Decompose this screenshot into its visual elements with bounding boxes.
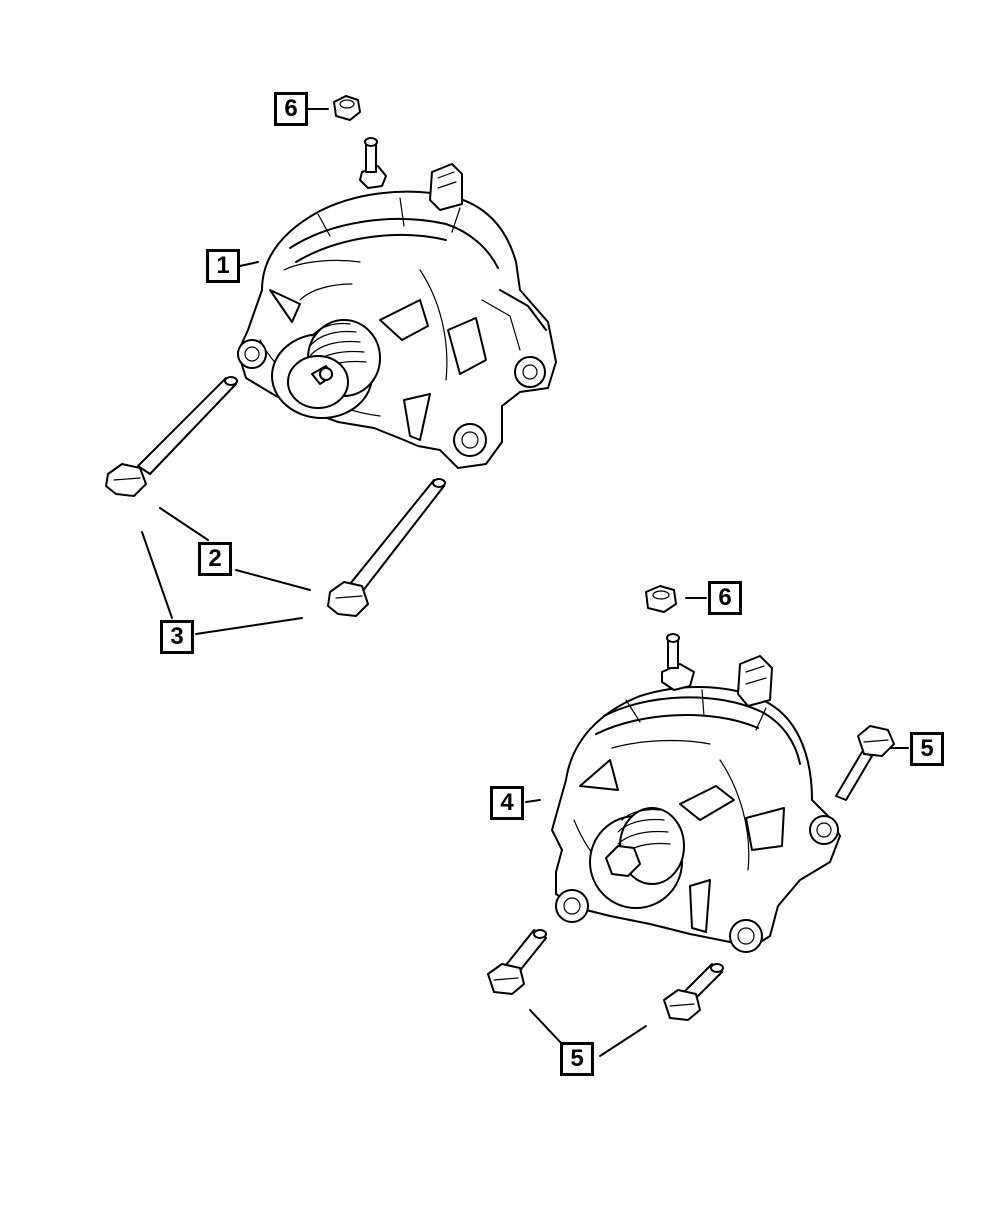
callout-4: 4	[490, 786, 524, 820]
callout-5-bottom: 5	[560, 1042, 594, 1076]
short-bolt-right	[835, 725, 895, 801]
alternator-upper	[237, 137, 557, 469]
short-bolt-bottom-left	[487, 929, 547, 995]
callout-2: 2	[198, 542, 232, 576]
long-bolt-b	[327, 478, 446, 617]
callout-3: 3	[160, 620, 194, 654]
leader-lines	[141, 108, 909, 1057]
long-bolt-a	[105, 376, 238, 497]
callout-6-upper: 6	[274, 92, 308, 126]
callout-1: 1	[206, 249, 240, 283]
callout-6-lower: 6	[708, 581, 742, 615]
short-bolt-bottom-right	[663, 963, 724, 1021]
nut-upper	[333, 95, 361, 121]
callout-5-right: 5	[910, 732, 944, 766]
nut-lower	[645, 585, 677, 613]
alternator-lower	[551, 633, 841, 953]
